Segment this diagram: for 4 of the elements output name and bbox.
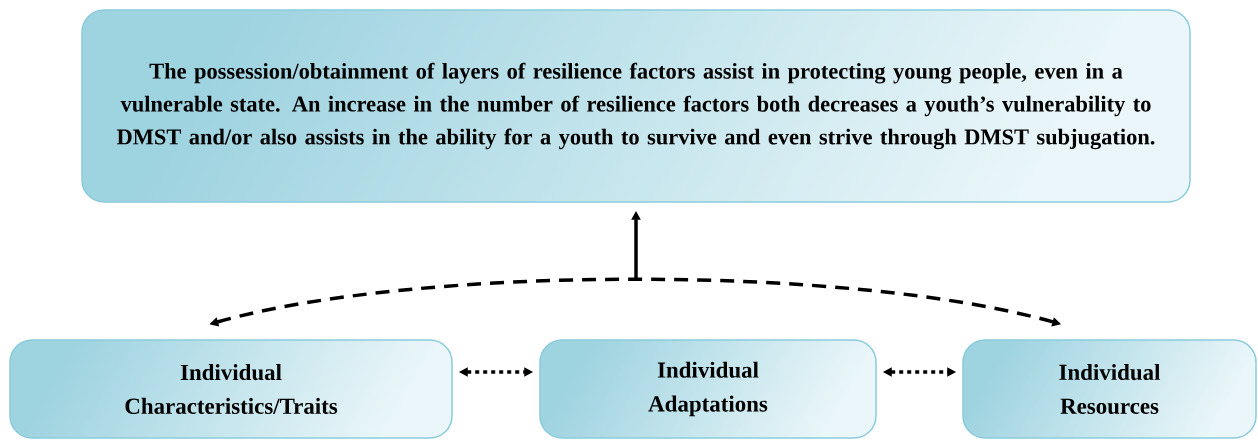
factor-box: Individual Resources [962,339,1257,439]
statement-box: The possession/obtainment of layers of resilience factors assist in protecting young people, even in a vulnerable state. An increase in the number of resilience factors both decreases a youth’s vulnerability to DMST and/or also assists in the ability for a youth to survive and even strive through DMST subjugation. [81,9,1191,203]
factor-box: Individual Characteristics/Traits [9,339,453,439]
factor-box: Individual Adaptations [539,339,877,439]
